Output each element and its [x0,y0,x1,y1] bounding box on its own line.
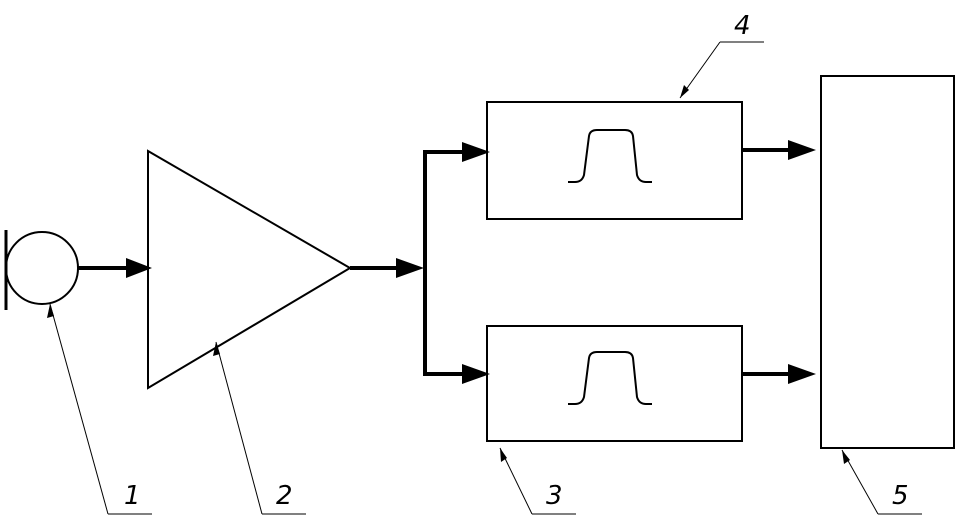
arrow-to-upper-filter [423,142,490,162]
arrow-lower-filter-to-output [742,364,816,384]
output-block [820,75,955,449]
sensor-symbol [4,230,79,310]
arrow-to-lower-filter [423,364,490,384]
arrow-sensor-to-amplifier [78,258,152,278]
upper-bandpass-icon [568,129,652,183]
arrow-amplifier-to-split [350,258,424,278]
callout-4: 4 [679,11,764,99]
label-upper-filter: 4 [734,11,751,41]
lower-filter-block [486,325,743,442]
callout-3: 3 [499,447,576,515]
callout-2: 2 [213,341,306,515]
amplifier-triangle [147,149,352,390]
arrow-upper-filter-to-output [742,140,816,160]
callout-1: 1 [47,303,152,515]
label-output-block: 5 [892,481,909,511]
label-sensor: 1 [124,481,141,511]
callout-5: 5 [841,449,922,515]
upper-filter-box [486,101,743,220]
lower-filter-box [486,325,743,442]
lower-bandpass-icon [568,351,652,405]
label-lower-filter: 3 [546,481,563,511]
label-amplifier: 2 [276,481,293,511]
upper-filter-block [486,101,743,220]
sensor-circle [5,231,79,305]
